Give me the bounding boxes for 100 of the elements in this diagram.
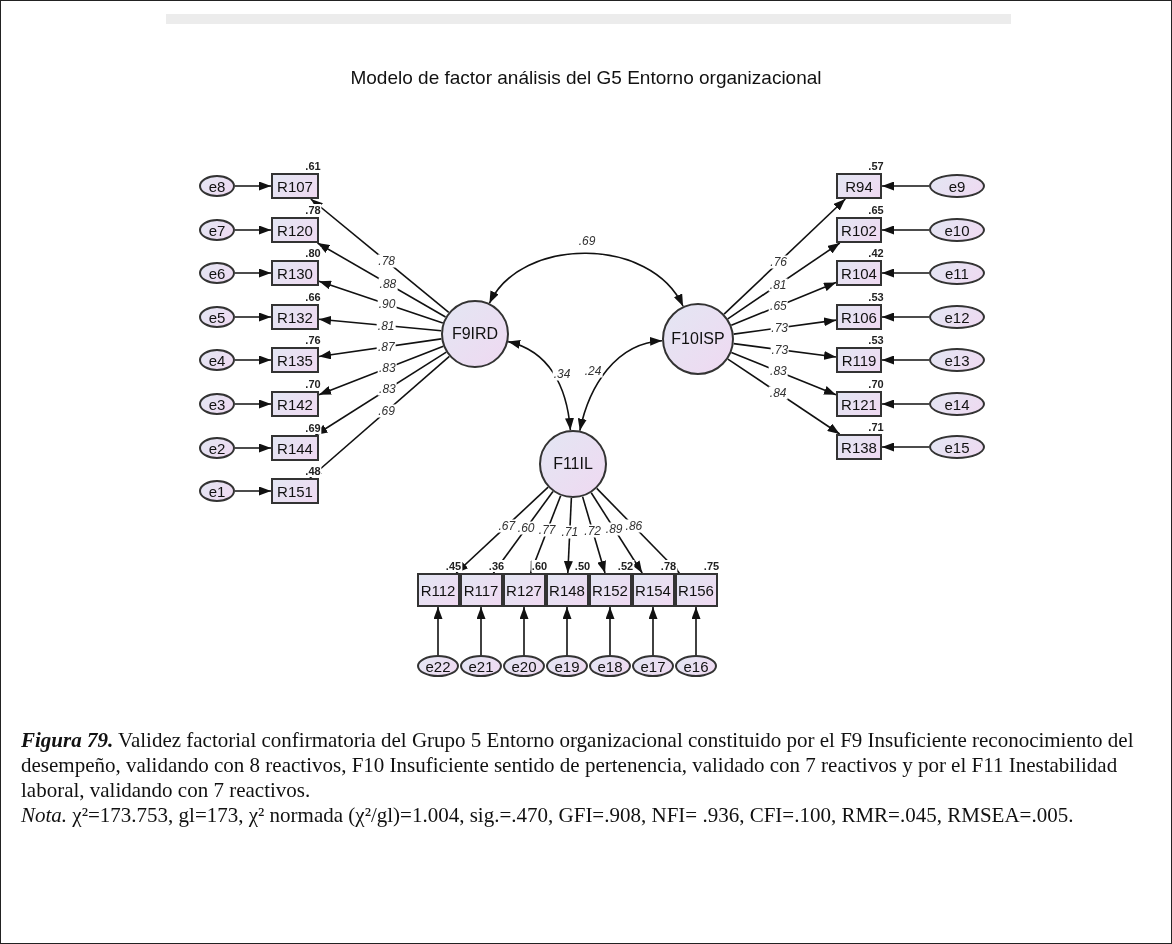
arrow [727, 358, 841, 435]
edge-label: .89 [604, 522, 624, 536]
edge-label: .83 [378, 382, 397, 396]
indicator-box: R132 [271, 304, 319, 330]
edge-label: .73 [770, 343, 790, 357]
error-ellipse: e7 [199, 219, 235, 241]
edge-label: .60 [516, 521, 536, 535]
indicator-box: R107 [271, 173, 319, 199]
indicator-box: R104 [836, 260, 882, 286]
arrow [318, 280, 444, 324]
arrow [723, 198, 847, 315]
indicator-box: R142 [271, 391, 319, 417]
arrow [691, 606, 701, 656]
factor-circle: F9IRD [441, 300, 509, 368]
error-ellipse: e9 [929, 174, 985, 198]
edge-label: .87 [376, 340, 396, 354]
indicator-box: R106 [836, 304, 882, 330]
curved-double-arrow [507, 340, 574, 431]
arrow [648, 606, 658, 656]
arrow [881, 312, 930, 322]
indicator-box: R117 [459, 573, 503, 607]
figure-caption: Figura 79. Validez factorial confirmatoria del Grupo 5 Entorno organizacional constituido por el F9 Insuficiente reconocimiento del desempeño, validando con 8 reactivos, F10 Insuficiente sentido de pertenencia, validado con 7 reactivos y por el F11 Inestabilidad laboral, validando con 7 reactivos. [21, 728, 1135, 803]
factor-circle: F11IL [539, 430, 607, 498]
arrow [234, 225, 272, 235]
edge-label: .24 [583, 364, 603, 378]
error-ellipse: e17 [632, 655, 674, 677]
diagram-title: Modelo de factor análisis del G5 Entorno organizacional [349, 67, 823, 89]
error-ellipse: e10 [929, 218, 985, 242]
factor-circle: F10ISP [662, 303, 734, 375]
note-text: Nota. χ²=173.753, gl=173, χ² normada (χ²/gl)=1.004, sig.=.470, GFI=.908, NFI= .936, CFI=.100, RMR=.045, RMSEA=.005. [21, 803, 1075, 828]
value-label: .53 [867, 291, 885, 303]
error-ellipse: e5 [199, 306, 235, 328]
edge-label: .69 [377, 404, 396, 418]
arrow [581, 495, 606, 574]
arrow [318, 315, 442, 332]
error-ellipse: e2 [199, 437, 235, 459]
value-label: .78 [659, 560, 678, 572]
indicator-box: R127 [502, 573, 546, 607]
error-ellipse: e4 [199, 349, 235, 371]
indicator-box: R112 [416, 573, 460, 607]
error-ellipse: e3 [199, 393, 235, 415]
error-ellipse: e6 [199, 262, 235, 284]
error-ellipse: e18 [589, 655, 631, 677]
value-label: .52 [616, 560, 635, 572]
indicator-box: R130 [271, 260, 319, 286]
edge-label: .86 [624, 519, 644, 533]
value-label: .60 [530, 560, 549, 572]
arrow [309, 355, 451, 479]
arrow [234, 486, 272, 496]
arrow [881, 268, 930, 278]
error-ellipse: e19 [546, 655, 588, 677]
error-ellipse: e13 [929, 348, 985, 372]
error-ellipse: e14 [929, 392, 985, 416]
indicator-box: R148 [545, 573, 589, 607]
edge-label: .84 [768, 386, 788, 400]
indicator-box: R138 [836, 434, 882, 460]
error-ellipse: e20 [503, 655, 545, 677]
error-ellipse: e11 [929, 261, 985, 285]
value-label: .36 [487, 560, 506, 572]
arrow [732, 317, 837, 335]
error-ellipse: e15 [929, 435, 985, 459]
arrow [234, 181, 272, 191]
arrow [310, 198, 450, 314]
arrow [455, 486, 549, 574]
indicator-box: R135 [271, 347, 319, 373]
arrow [234, 268, 272, 278]
arrow [476, 606, 486, 656]
edge-label: .76 [769, 255, 788, 269]
arrow [234, 443, 272, 453]
indicator-box: R102 [836, 217, 882, 243]
arrow [730, 351, 837, 396]
arrow [881, 355, 930, 365]
curved-double-arrow [488, 252, 684, 308]
edge-label: .34 [552, 367, 572, 381]
indicator-box: R151 [271, 478, 319, 504]
value-label: .57 [867, 160, 885, 172]
indicator-box: R152 [588, 573, 632, 607]
value-label: .61 [304, 160, 322, 172]
error-ellipse: e8 [199, 175, 235, 197]
arrow [234, 399, 272, 409]
value-label: .76 [304, 334, 322, 346]
arrow [881, 225, 930, 235]
edge-label: .67 [497, 519, 517, 533]
arrow [234, 355, 272, 365]
edge-label: .72 [583, 524, 602, 538]
edge-label: .90 [377, 297, 397, 311]
indicator-box: R154 [631, 573, 675, 607]
value-label: .53 [867, 334, 885, 346]
edge-label: .69 [577, 234, 597, 248]
arrow [316, 242, 447, 318]
edge-label: .83 [769, 364, 788, 378]
arrow [881, 442, 930, 452]
value-label: .66 [304, 291, 322, 303]
edge-label: .71 [560, 525, 580, 539]
indicator-box: R156 [674, 573, 718, 607]
arrow [234, 312, 272, 322]
arrow [529, 494, 562, 574]
error-ellipse: e21 [460, 655, 502, 677]
arrow [318, 345, 445, 396]
value-label: .78 [304, 204, 322, 216]
